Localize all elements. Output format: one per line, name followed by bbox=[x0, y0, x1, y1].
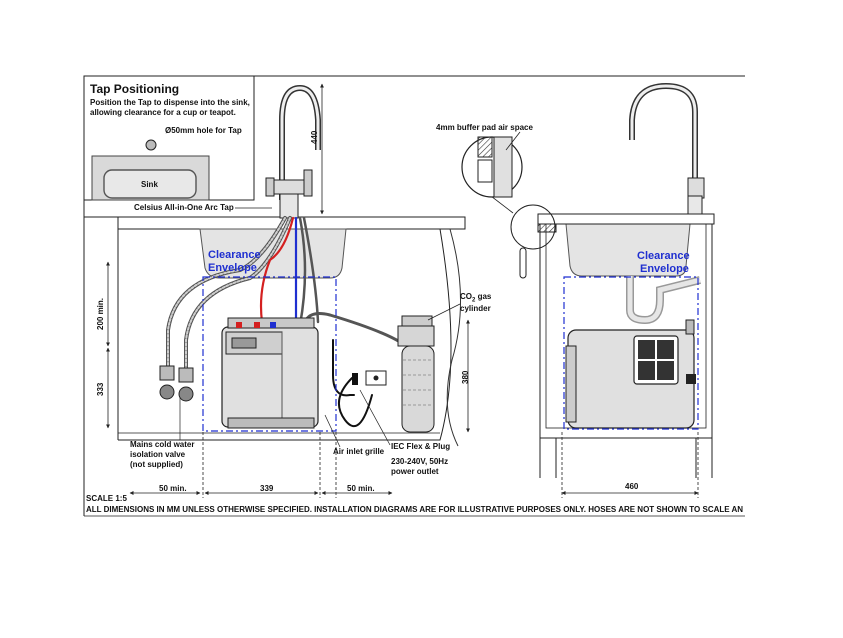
power-label-line-2: power outlet bbox=[391, 467, 439, 476]
dim-380: 380 bbox=[461, 370, 470, 384]
clearance-left-line-2: Envelope bbox=[208, 262, 257, 274]
clearance-left-line-1: Clearance bbox=[208, 249, 261, 261]
co2-cylinder bbox=[397, 315, 435, 433]
chiller-boiler-unit bbox=[221, 317, 319, 429]
left-dimensions bbox=[106, 83, 470, 498]
dim-440: 440 bbox=[310, 130, 319, 144]
tap-positioning-title: Tap Positioning bbox=[90, 82, 180, 96]
scale-label: SCALE 1:5 bbox=[86, 494, 127, 503]
co2-label-line-2: cylinder bbox=[460, 304, 491, 313]
buffer-pad-label: 4mm buffer pad air space bbox=[436, 123, 533, 132]
dim-460: 460 bbox=[625, 482, 639, 491]
hoses bbox=[166, 216, 402, 427]
clearance-right-line-1: Clearance bbox=[637, 250, 690, 262]
clearance-envelope-left bbox=[202, 276, 337, 432]
mains-label-line-2: isolation valve bbox=[130, 450, 186, 459]
left-leaders bbox=[179, 207, 461, 448]
disclaimer-note: ALL DIMENSIONS IN MM UNLESS OTHERWISE SP… bbox=[86, 505, 743, 514]
clearance-right-line-2: Envelope bbox=[640, 263, 689, 275]
dim-50-min-right: 50 min. bbox=[347, 484, 375, 493]
right-cabinet bbox=[519, 82, 715, 478]
tap-label: Celsius All-in-One Arc Tap bbox=[134, 203, 234, 212]
dim-200-min: 200 min. bbox=[96, 297, 105, 330]
clearance-envelope-right bbox=[563, 276, 699, 430]
dim-50-min-left: 50 min. bbox=[159, 484, 187, 493]
dim-339: 339 bbox=[260, 484, 274, 493]
co2-label-line-1: CO2 gas bbox=[460, 292, 492, 304]
mains-label-line-3: (not supplied) bbox=[130, 460, 183, 469]
iec-label: IEC Flex & Plug bbox=[391, 442, 451, 451]
air-inlet-label: Air inlet grille bbox=[333, 447, 385, 456]
tap-positioning-line-2: allowing clearance for a cup or teapot. bbox=[90, 108, 236, 117]
power-label-line-1: 230-240V, 50Hz bbox=[391, 457, 449, 466]
power-outlet bbox=[352, 370, 387, 386]
mains-label-line-1: Mains cold water bbox=[130, 440, 195, 449]
arc-tap bbox=[265, 84, 321, 219]
tap-positioning-box bbox=[83, 75, 255, 201]
mains-valves bbox=[159, 365, 194, 402]
sink-label: Sink bbox=[141, 180, 158, 189]
hole-label: Ø50mm hole for Tap bbox=[165, 126, 242, 135]
right-dimensions bbox=[561, 432, 699, 498]
buffer-pad-detail bbox=[461, 131, 556, 250]
tap-positioning-line-1: Position the Tap to dispense into the si… bbox=[90, 98, 250, 107]
dim-333: 333 bbox=[96, 382, 105, 396]
